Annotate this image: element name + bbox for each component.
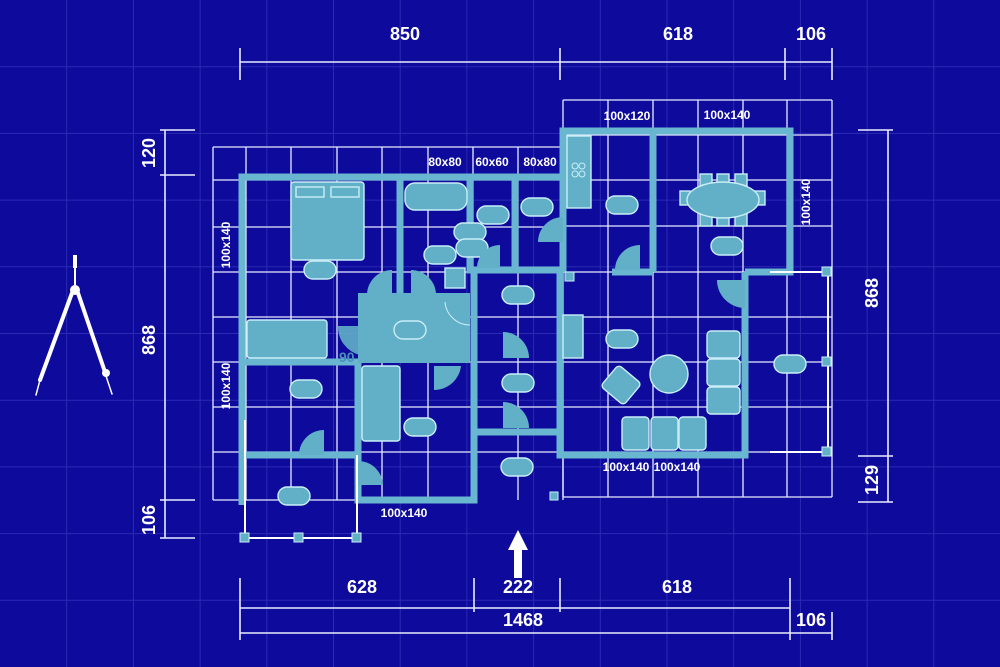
rug <box>423 245 457 265</box>
sofa-bottom <box>621 416 707 451</box>
rug <box>500 457 534 477</box>
dim-left-106: 106 <box>139 505 159 535</box>
rug <box>393 320 427 340</box>
coffee-table <box>649 354 689 394</box>
window-label: 100x140 <box>219 362 233 409</box>
rug <box>501 285 535 305</box>
window-label: 100x140 <box>654 460 701 474</box>
angle-label: 90 <box>339 349 355 365</box>
single-bed <box>246 319 328 359</box>
window-label: 100x140 <box>603 460 650 474</box>
rug <box>455 238 489 258</box>
rug <box>303 260 337 280</box>
dim-left-120: 120 <box>139 138 159 168</box>
window-label: 100x140 <box>381 506 428 520</box>
window-label: 100x120 <box>604 109 651 123</box>
kitchen-counter <box>566 135 592 209</box>
dim-bottom-106: 106 <box>796 610 826 630</box>
pillow <box>330 186 360 198</box>
rug <box>710 236 744 256</box>
dim-bottom-1468: 1468 <box>503 610 543 630</box>
dim-top-850: 850 <box>390 24 420 44</box>
window-label: 60x60 <box>475 155 509 169</box>
rug <box>605 195 639 215</box>
tv-stand <box>562 314 584 359</box>
rug <box>773 354 807 374</box>
single-bed <box>361 365 401 442</box>
sofa-right <box>706 330 741 415</box>
rug <box>277 486 311 506</box>
furniture <box>246 135 807 506</box>
dim-right-868: 868 <box>862 278 882 308</box>
dimension-lines <box>160 48 893 640</box>
dim-bottom-628: 628 <box>347 577 377 597</box>
pillow <box>295 186 325 198</box>
window-label: 80x80 <box>428 155 462 169</box>
rug <box>476 205 510 225</box>
rug <box>289 379 323 399</box>
rug <box>605 329 639 349</box>
arrow-up-icon <box>508 530 528 578</box>
dim-bottom-618: 618 <box>662 577 692 597</box>
rug <box>520 197 554 217</box>
window-label: 100x140 <box>704 108 751 122</box>
bathtub <box>404 182 468 211</box>
window-label: 100x140 <box>799 178 813 225</box>
doors <box>299 217 745 485</box>
dim-right-129: 129 <box>862 465 882 495</box>
dim-top-106: 106 <box>796 24 826 44</box>
window-label: 80x80 <box>523 155 557 169</box>
dining-table <box>679 173 766 227</box>
cabinet <box>444 267 466 289</box>
drafting-compass-icon <box>35 255 113 396</box>
dim-bottom-222: 222 <box>503 577 533 597</box>
double-bed <box>290 181 365 261</box>
window-label: 100x140 <box>219 221 233 268</box>
dim-left-868: 868 <box>139 325 159 355</box>
rugs <box>277 195 807 506</box>
armchair <box>601 365 641 405</box>
rug <box>403 417 437 437</box>
rug <box>501 373 535 393</box>
dim-top-618: 618 <box>663 24 693 44</box>
balconies <box>239 266 832 543</box>
